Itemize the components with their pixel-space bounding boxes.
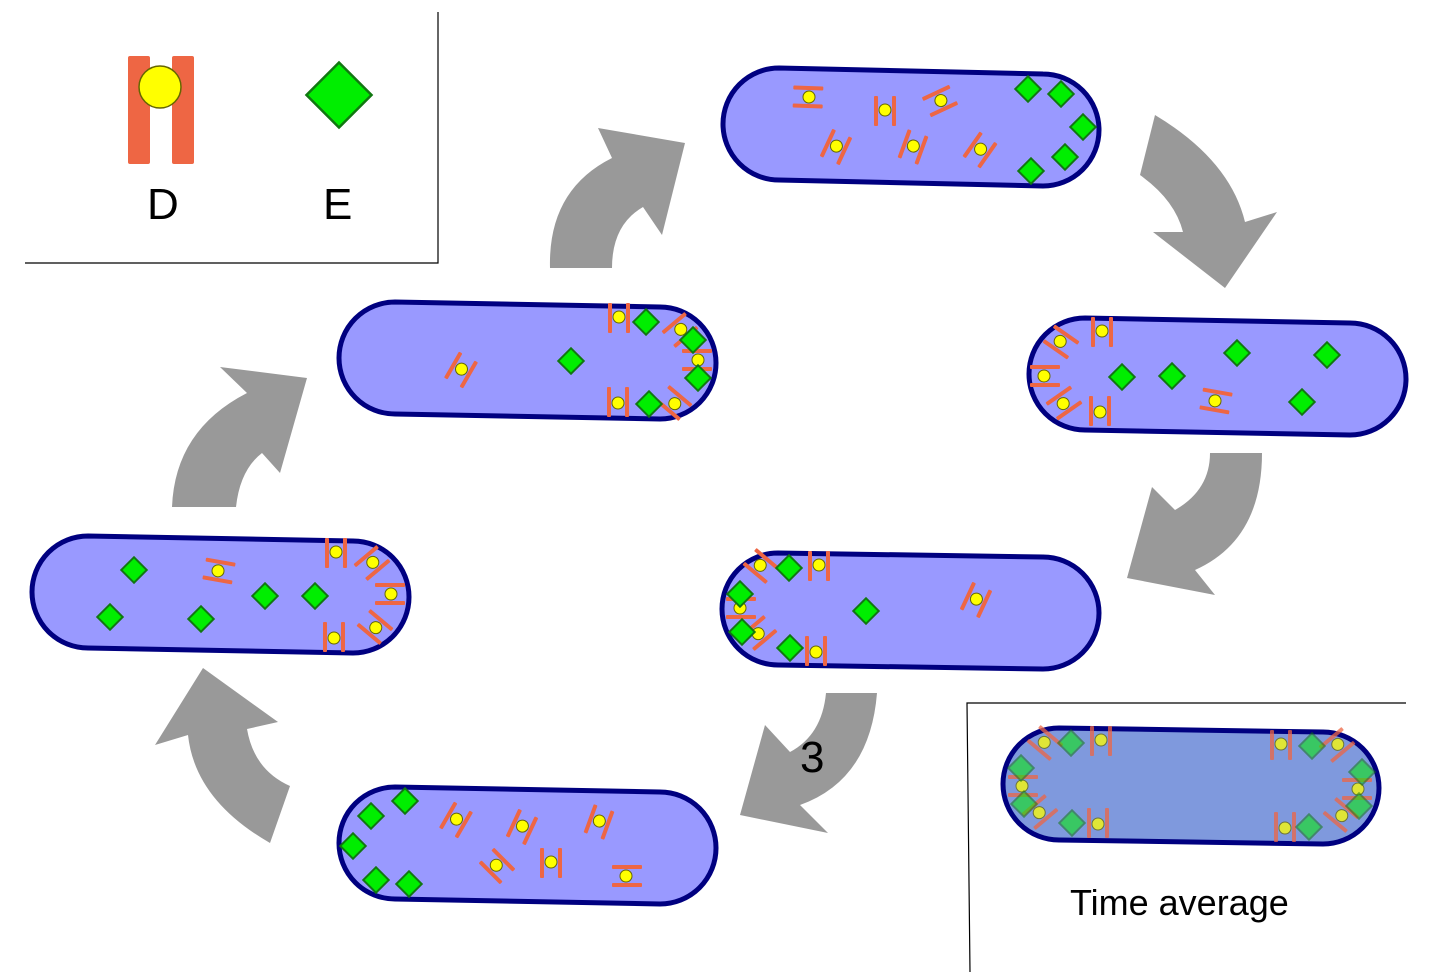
cell-right-upper: [1026, 315, 1409, 438]
legend-e-icon: [304, 60, 374, 130]
legend-panel: [25, 12, 439, 264]
arrow-5-icon: [172, 367, 307, 507]
cycle-arrows: [155, 115, 1277, 843]
arrow-1-icon: [1140, 115, 1277, 288]
step-number-label: 3: [800, 733, 825, 782]
arrow-3-icon: [740, 693, 877, 833]
cell-top: [720, 65, 1102, 189]
arrow-6-icon: [549, 128, 685, 268]
cell-right-lower: [719, 547, 1102, 672]
cell-bottom: [336, 784, 719, 907]
legend-d-icon: [128, 56, 194, 164]
cell-time-average: [1000, 724, 1382, 847]
legend-d-label: D: [147, 180, 179, 229]
legend-e-label: E: [323, 180, 353, 229]
arrow-2-icon: [1127, 453, 1262, 595]
time-average-caption: Time average: [1070, 882, 1289, 923]
arrow-4-icon: [155, 668, 290, 843]
cell-upper-middle: [336, 299, 719, 422]
time-average-panel: [966, 702, 1406, 973]
cell-left: [29, 533, 412, 656]
